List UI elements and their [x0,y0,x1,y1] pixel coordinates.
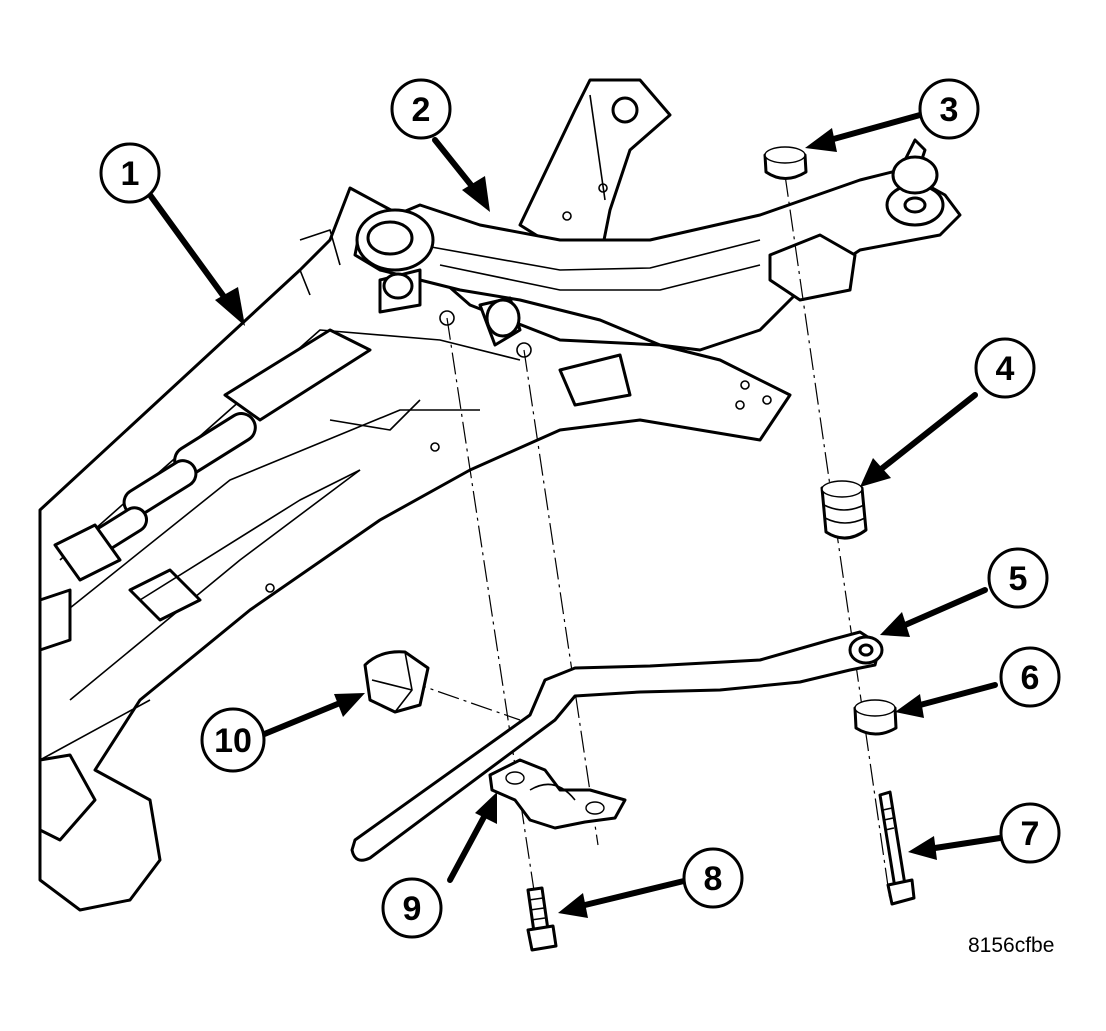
arrow-5 [880,587,988,637]
callout-8: 8 [682,847,744,909]
callout-1: 1 [99,142,161,204]
arrow-2 [432,137,490,212]
callout-2: 2 [390,78,452,140]
bar-bushing [363,650,430,714]
arrow-10 [259,693,365,738]
stabilizer-bar [350,630,884,862]
arrow-6 [895,682,998,718]
arrow-3 [805,112,923,152]
retainer-bracket [488,758,627,830]
callout-3-label: 3 [940,91,959,129]
callout-4: 4 [974,337,1036,399]
link-bolt [878,790,916,906]
lower-bushing [853,699,898,736]
arrow-1 [147,192,245,326]
callout-4-label: 4 [996,350,1015,388]
arrow-8 [558,877,691,918]
link-bushing [820,480,868,540]
callout-7-label: 7 [1021,815,1040,853]
callout-3: 3 [918,78,980,140]
arrow-4 [860,392,978,487]
cradle-frame [38,186,792,912]
figure-id: 8156cfbe [968,934,1055,957]
crossmember [353,78,962,358]
upper-bushing [763,146,808,180]
callout-9: 9 [381,877,443,939]
callout-6-label: 6 [1021,659,1040,697]
callout-1-label: 1 [121,155,140,193]
callout-9-label: 9 [403,890,422,928]
leader-arrows [147,112,1003,918]
callout-10-label: 10 [214,722,252,760]
bracket-bolt [526,886,558,952]
arrow-9 [447,792,497,883]
callout-8-label: 8 [704,860,723,898]
callout-5: 5 [987,547,1049,609]
callout-2-label: 2 [412,91,431,129]
arrow-7 [908,835,1003,860]
callout-5-label: 5 [1009,560,1028,598]
callout-6: 6 [999,646,1061,708]
callout-7: 7 [999,802,1061,864]
callout-10: 10 [200,707,266,773]
